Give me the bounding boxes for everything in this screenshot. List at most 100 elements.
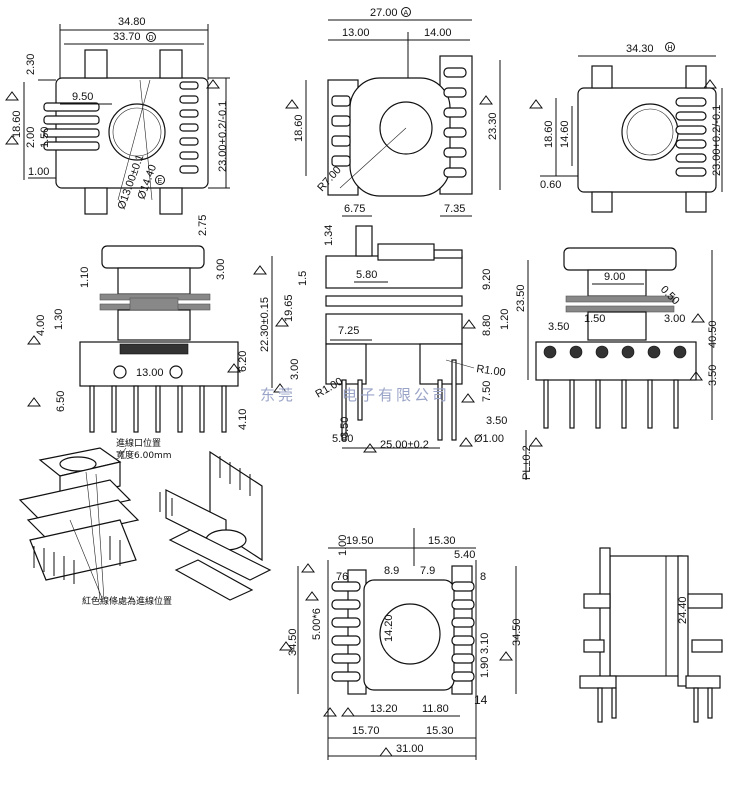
dim-pitch: 5.00*6: [311, 608, 323, 640]
view-top-right: 34.30 H 18.60 14.60 0.60 23.00+0.2/-0.1: [529, 42, 723, 213]
dim-right-h: 34.50: [511, 618, 523, 646]
dim-height: 24.40: [677, 596, 689, 624]
dim-low-l: 13.20: [370, 703, 398, 715]
dim-inner: 19.65: [283, 294, 295, 322]
dim-width: 34.80: [118, 16, 146, 28]
dim-bot-r: 15.30: [426, 725, 454, 737]
view-iso-right: [159, 450, 272, 601]
dim-chamfer: 0.50: [658, 284, 682, 308]
dim-height: 22.30±0.15: [259, 297, 271, 352]
dim-pin-gap: 3.50: [486, 415, 507, 427]
dim-inner-height: 14.60: [559, 120, 571, 148]
pins: [597, 687, 713, 723]
dim-left-half: 13.00: [342, 27, 370, 39]
dim-left-foot: 6.75: [344, 203, 365, 215]
dim-right-w: 15.30: [428, 535, 456, 547]
dim-pin-len: 7.50: [481, 381, 493, 402]
dim-pitch: 25.00±0.2: [380, 439, 429, 451]
dim-notch-a: 3.10: [479, 633, 491, 654]
watermark-2: 电子有限公司: [342, 386, 450, 404]
dim-pin-len: 4.10: [237, 409, 249, 430]
dim-bot-l: 15.70: [352, 725, 380, 737]
pin-label-low: 14: [474, 693, 488, 707]
dim-total-height: 40.50: [707, 320, 719, 348]
view-top-mid: 27.00 A 13.00 14.00 18.60 23.30 R7.00: [285, 7, 501, 217]
dim-low-r: 11.80: [422, 703, 449, 715]
dim-right-height: 23.00+0.2/-0.1: [711, 105, 723, 176]
note-bottom: 紅色線條處為進線位置: [82, 595, 172, 607]
view-mid-right: 9.00 0.50 1.50 3.50 3.00 40.50 3.50: [535, 247, 719, 429]
dim-pin-span: 13.00: [136, 367, 164, 379]
side-body: [609, 555, 683, 677]
top-cap: [563, 247, 677, 271]
right-fins: [451, 581, 475, 682]
dim-cap: 1.10: [79, 267, 91, 288]
marker-a: A: [404, 10, 409, 17]
view-bottom-center: 19.50 15.30 1.00 5.40 8.9 7.9 76 8 34.5: [279, 528, 523, 760]
marker-e: E: [158, 178, 163, 185]
dim-left-height: 18.60: [11, 110, 23, 138]
dim-foot: 0.60: [540, 179, 561, 191]
upper-frame: [325, 255, 463, 289]
dim-pin-len: 3.50: [707, 365, 719, 386]
dim-right-top: 5.40: [454, 549, 475, 561]
dim-radius: R1.00: [476, 363, 507, 379]
dim-top-offset: 2.75: [197, 215, 209, 236]
note-top: 進線口位置: [116, 437, 161, 449]
dim-inner-width: 33.70: [113, 31, 141, 43]
core-hole: [621, 103, 679, 161]
core-hole: [108, 103, 166, 161]
dim-base: 6.20: [237, 351, 249, 372]
dim-left-height: 18.60: [543, 120, 555, 148]
dim-flange: 3.00: [215, 259, 227, 280]
left-pins: [43, 102, 100, 151]
watermark: 东莞: [260, 386, 296, 404]
dim-notch-b: 1.90: [479, 657, 491, 678]
dim-hole-left: 9.50: [72, 91, 93, 103]
right-fins: [179, 81, 199, 174]
dim-foot-w: 5.80: [332, 433, 353, 445]
dim-width: 27.00: [370, 7, 398, 19]
dim-gap-l: 8.9: [384, 565, 399, 577]
dim-right-small: 1.20: [499, 309, 511, 330]
dim-left-top: 1.00: [337, 535, 349, 556]
pins: [543, 379, 679, 429]
base: [535, 341, 697, 381]
dim-slot: 1.50: [39, 127, 51, 148]
pin-label-l: 76: [336, 571, 348, 583]
dim-inner: 9.00: [604, 271, 625, 283]
dim-right-half: 14.00: [424, 27, 452, 39]
dim-left-height: 18.60: [293, 114, 305, 142]
top-cap: [101, 245, 205, 269]
dim-left-w: 19.50: [346, 535, 374, 547]
pins: [33, 536, 121, 584]
dim-left-w: 7.25: [338, 325, 359, 337]
dim-pl: PL±0.2: [521, 445, 533, 480]
dim-right-total: 23.50: [515, 284, 527, 312]
view-mid-left: 2.75 3.00 1.10 4.00 1.30 13.00 6.20 6.50…: [27, 215, 249, 433]
dim-slot-w: 5.80: [356, 269, 377, 281]
dim-left-top: 2.30: [25, 54, 37, 75]
dim-width: 34.30: [626, 43, 654, 55]
dim-left-h: 34.50: [287, 628, 299, 656]
dim-foot: 1.00: [28, 166, 49, 178]
dim-right-mid: 8.80: [481, 315, 493, 336]
core-hole: [379, 603, 441, 665]
dim-side-a: 4.00: [35, 315, 47, 336]
view-mid-center: 1.34 22.30±0.15 19.65 1.5 5.80 9.20 23.5…: [253, 225, 543, 480]
dim-gap-r: 7.9: [420, 565, 435, 577]
dim-total-w: 31.00: [396, 743, 424, 755]
dim-core: 14.20: [383, 614, 395, 642]
dim-step: 1.5: [297, 271, 309, 286]
dim-top-gap: 1.34: [323, 225, 335, 246]
pin-loops: [543, 345, 687, 359]
view-iso-left: 進線口位置 寬度6.00mm 紅色線條處為進線位置: [18, 437, 172, 607]
dim-right-foot: 7.35: [444, 203, 465, 215]
marker-h: H: [668, 45, 673, 52]
dim-side-b: 1.30: [53, 309, 65, 330]
dim-offset-l: 3.50: [548, 321, 569, 333]
pins: [159, 456, 251, 516]
dim-offset-r: 3.00: [664, 313, 685, 325]
dim-pin-base: 6.50: [55, 391, 67, 412]
